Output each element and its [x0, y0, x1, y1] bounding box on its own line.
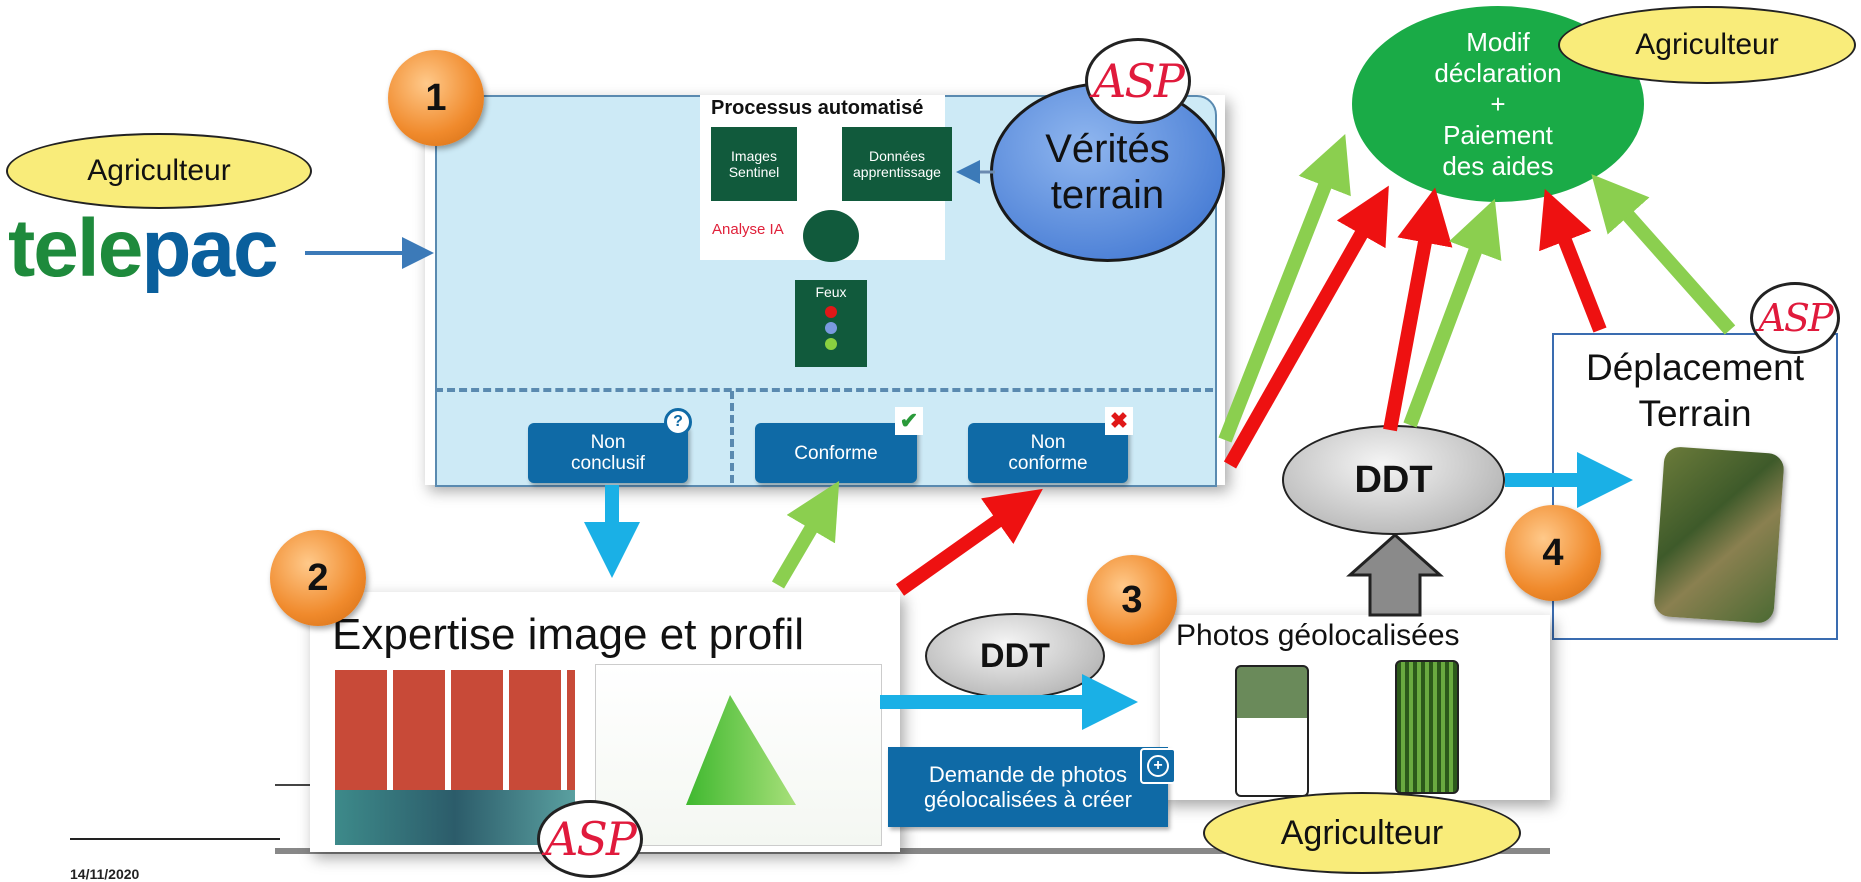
- asp-logo-2: ASP: [1750, 282, 1840, 354]
- deplacement-title: Déplacement Terrain: [1585, 347, 1804, 434]
- question-icon: ?: [664, 408, 692, 436]
- asp-logo-1: ASP: [1085, 38, 1191, 124]
- plus-icon: +: [1140, 748, 1176, 784]
- light-blue: [825, 322, 837, 334]
- light-red: [825, 306, 837, 318]
- step-number-1: 1: [388, 50, 484, 146]
- arrow-expertise-to-conforme: [771, 480, 840, 589]
- analyse-ia-label: Analyse IA: [712, 221, 784, 238]
- process-title: Processus automatisé: [711, 97, 924, 119]
- photos-title: Photos géolocalisées: [1176, 619, 1460, 652]
- arrow-expertise-to-nonconforme: [895, 488, 1043, 596]
- ddt-right: DDT: [1282, 425, 1505, 535]
- demande-photos-button[interactable]: Demande de photos géolocalisées à créer: [888, 747, 1168, 827]
- check-icon: ✔: [895, 407, 923, 435]
- arrow-deplacement-green-to-modif: [1591, 174, 1736, 335]
- box-donnees-apprentissage: Données apprentissage: [842, 127, 952, 201]
- plus-circle: +: [1147, 755, 1169, 777]
- step-number-3: 3: [1087, 555, 1177, 645]
- satellite-grid-lower: [335, 790, 575, 845]
- modif-declaration: Modif déclaration + Paiement des aides: [1352, 6, 1644, 202]
- dashed-separator-v: [730, 391, 734, 483]
- agriculteur-bottom: Agriculteur: [1203, 792, 1521, 874]
- phone-form-image: [1235, 665, 1309, 797]
- telepac-logo-part2: pac: [141, 203, 278, 294]
- arrow-process-green-to-modif: [1218, 133, 1351, 443]
- agriculteur-top-right: Agriculteur: [1558, 6, 1856, 84]
- ndvi-profile-chart: [595, 664, 882, 846]
- outcome-non-conforme[interactable]: Non conforme: [968, 423, 1128, 483]
- step-number-2: 2: [270, 530, 366, 626]
- light-green: [825, 338, 837, 350]
- arrow-ddt-green-to-modif: [1403, 198, 1502, 428]
- bottom-bar: [275, 848, 1550, 854]
- dashed-separator-h: [435, 388, 1213, 392]
- expertise-title: Expertise image et profil: [332, 610, 804, 659]
- agriculteur-left: Agriculteur: [6, 133, 312, 209]
- footer-line: [70, 838, 280, 840]
- box-images-sentinel: Images Sentinel: [711, 127, 797, 201]
- outcome-non-conclusif[interactable]: Non conclusif: [528, 423, 688, 483]
- step-number-4: 4: [1505, 505, 1601, 601]
- arrow-ddt-red-to-modif: [1383, 187, 1453, 432]
- arrow-deplacement-red-to-modif: [1539, 188, 1607, 333]
- photos-panel: Photos géolocalisées: [1160, 615, 1550, 800]
- satellite-image-grid: [335, 670, 575, 845]
- outcome-conforme[interactable]: Conforme: [755, 423, 917, 483]
- arrow-process-red-to-modif: [1223, 185, 1389, 469]
- arrow-photos-to-ddt: [1346, 532, 1444, 617]
- telepac-logo-part1: tele: [8, 203, 143, 294]
- cross-icon: ✖: [1105, 407, 1133, 435]
- telepac-logo: telepac: [8, 203, 279, 294]
- phone-field-image: [1395, 660, 1459, 794]
- analysis-node: [803, 210, 859, 262]
- traffic-lights-label: Feux: [815, 284, 847, 300]
- expertise-panel: Expertise image et profil: [310, 592, 900, 852]
- traffic-lights-box: Feux: [795, 280, 867, 367]
- ddt-middle: DDT: [925, 613, 1105, 699]
